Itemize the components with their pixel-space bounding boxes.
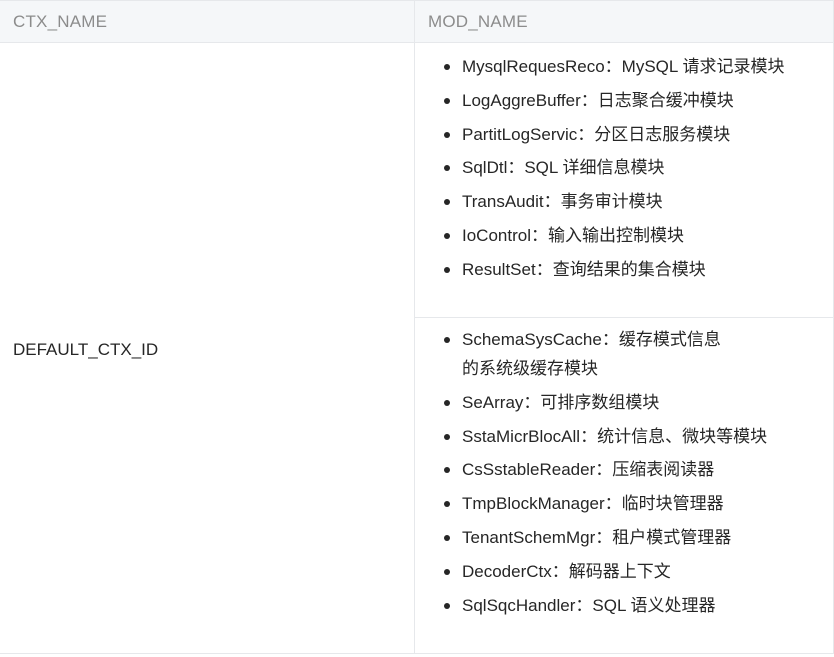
list-item: SeArray：可排序数组模块	[440, 388, 767, 417]
bullet-icon	[444, 399, 450, 406]
list-item: TmpBlockManager：临时块管理器	[440, 489, 767, 518]
bullet-icon	[444, 501, 450, 508]
row-divider	[414, 317, 834, 318]
list-item: TenantSchemMgr：租户模式管理器	[440, 523, 767, 552]
list-item: PartitLogServic：分区日志服务模块	[440, 120, 784, 149]
bullet-icon	[444, 602, 450, 609]
header-mod-name: MOD_NAME	[428, 12, 528, 31]
list-item: TransAudit：事务审计模块	[440, 187, 784, 216]
list-item: SqlSqcHandler：SQL 语义处理器	[440, 591, 767, 620]
list-item: SstaMicrBlocAll：统计信息、微块等模块	[440, 422, 767, 451]
table-bottom-border	[0, 653, 834, 654]
bullet-icon	[444, 266, 450, 273]
bullet-icon	[444, 337, 450, 343]
bullet-icon	[444, 64, 450, 70]
bullet-icon	[444, 232, 450, 239]
bullet-icon	[444, 467, 450, 474]
mod-list-group-2: SchemaSysCache：缓存模式信息的系统级缓存模块 SeArray：可排…	[440, 325, 767, 624]
bullet-icon	[444, 97, 450, 104]
table-header: CTX_NAME MOD_NAME	[0, 0, 834, 43]
list-item: SqlDtl：SQL 详细信息模块	[440, 153, 784, 182]
list-item: LogAggreBuffer：日志聚合缓冲模块	[440, 86, 784, 115]
column-divider	[414, 0, 415, 654]
bullet-icon	[444, 165, 450, 172]
bullet-icon	[444, 534, 450, 541]
list-item: DecoderCtx：解码器上下文	[440, 557, 767, 586]
bullet-icon	[444, 433, 450, 440]
bullet-icon	[444, 568, 450, 575]
list-item: IoControl：输入输出控制模块	[440, 221, 784, 250]
list-item: MysqlRequesReco：MySQL 请求记录模块	[440, 52, 784, 81]
list-item: SchemaSysCache：缓存模式信息的系统级缓存模块	[440, 325, 767, 383]
mod-list-group-1: MysqlRequesReco：MySQL 请求记录模块 LogAggreBuf…	[440, 52, 784, 289]
list-item: CsSstableReader：压缩表阅读器	[440, 455, 767, 484]
list-item: ResultSet：查询结果的集合模块	[440, 255, 784, 284]
bullet-icon	[444, 131, 450, 138]
bullet-icon	[444, 199, 450, 206]
header-ctx-name: CTX_NAME	[13, 12, 108, 31]
ctx-name-cell: DEFAULT_CTX_ID	[13, 340, 159, 359]
